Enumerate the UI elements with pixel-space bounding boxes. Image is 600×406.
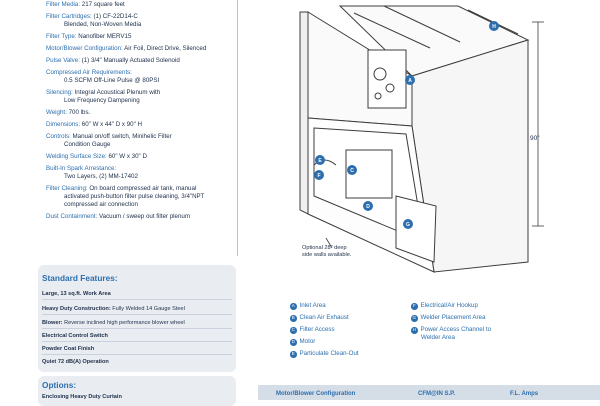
- spec-silencing-cont: Low Frequency Dampening: [64, 97, 140, 104]
- table-header-config: Motor/Blower Configuration: [276, 391, 356, 397]
- diagram-callout: Optional 28" deep side walls available.: [302, 245, 351, 259]
- spec-filter-cleaning-cont1: activated push-button filter pulse clean…: [64, 193, 205, 200]
- marker-d: D: [366, 204, 370, 210]
- spec-filter-type: Filter Type: Nanofiber MERV15: [46, 33, 132, 40]
- spec-dimensions: Dimensions: 60" W x 44" D x 90" H: [46, 121, 143, 128]
- callout-line-2: side walls available.: [302, 252, 352, 258]
- spec-weight: Weight: 700 lbs.: [46, 109, 91, 116]
- height-dimension-label: 90": [530, 135, 540, 142]
- spec-filter-cartridges: Filter Cartridges: (1) CF-22D14-C: [46, 13, 138, 20]
- spec-spark-arrestance-cont: Two Layers, (2) MM-17402: [64, 173, 138, 180]
- spec-compressed-air: Compressed Air Requirements:: [46, 69, 132, 76]
- specifications-section: Filter Media: 217 square feet Filter Car…: [0, 0, 238, 256]
- spec-filter-cleaning-cont2: compressed air connection: [64, 201, 138, 208]
- feature-item: Powder Coat Finish: [42, 346, 232, 355]
- spec-pulse-valve: Pulse Valve: (1) 3/4" Manually Actuated …: [46, 57, 180, 64]
- feature-item: Electrical Control Switch: [42, 333, 232, 342]
- spec-compressed-air-cont: 0.5 SCFM Off-Line Pulse @ 80PSI: [64, 77, 160, 84]
- spec-filter-cartridges-cont: Blended, Non-Woven Media: [64, 21, 142, 28]
- performance-table-header: [258, 385, 600, 400]
- feature-item: Large, 13 sq.ft. Work Area: [42, 291, 232, 300]
- spec-divider: [237, 0, 238, 256]
- marker-c: C: [350, 168, 354, 174]
- spec-controls: Controls: Manual on/off switch, Miniheli…: [46, 133, 172, 140]
- booth-diagram: 90" A H E F C D G: [299, 5, 544, 273]
- spec-welding-surface: Welding Surface Size: 60" W x 30" D: [46, 153, 147, 160]
- table-header-amps: F.L. Amps: [510, 391, 539, 397]
- table-header-cfm: CFM@IN S.P.: [418, 391, 456, 397]
- callout-line-1: Optional 28" deep: [302, 245, 347, 251]
- feature-item: Blower: Reverse inclined high performanc…: [42, 320, 232, 329]
- marker-h: H: [492, 24, 496, 30]
- marker-e: E: [318, 158, 322, 164]
- legend-item-h-cont: Welder Area: [421, 334, 455, 341]
- spec-controls-cont: Condition Gauge: [64, 141, 111, 148]
- options-title: Options:: [42, 380, 77, 390]
- option-item: Enclosing Heavy Duty Curtain: [42, 394, 122, 400]
- spec-motor-config: Motor/Blower Configuration: Air Foil, Di…: [46, 45, 207, 52]
- spec-filter-cleaning: Filter Cleaning: On board compressed air…: [46, 185, 197, 192]
- feature-item: Heavy Duty Construction: Fully Welded 14…: [42, 306, 232, 315]
- feature-item: Quiet 72 dB(A) Operation: [42, 359, 109, 365]
- spec-filter-media: Filter Media: 217 square feet: [46, 1, 125, 8]
- standard-features-title: Standard Features:: [42, 273, 118, 283]
- marker-g: G: [406, 222, 410, 228]
- spec-spark-arrestance: Built-In Spark Arrestance:: [46, 165, 117, 172]
- spec-dust-containment: Dust Containment: Vacuum / sweep out fil…: [46, 213, 190, 220]
- marker-a: A: [408, 78, 412, 84]
- spec-silencing: Silencing: Integral Acoustical Plenum wi…: [46, 89, 161, 96]
- marker-f: F: [317, 173, 320, 179]
